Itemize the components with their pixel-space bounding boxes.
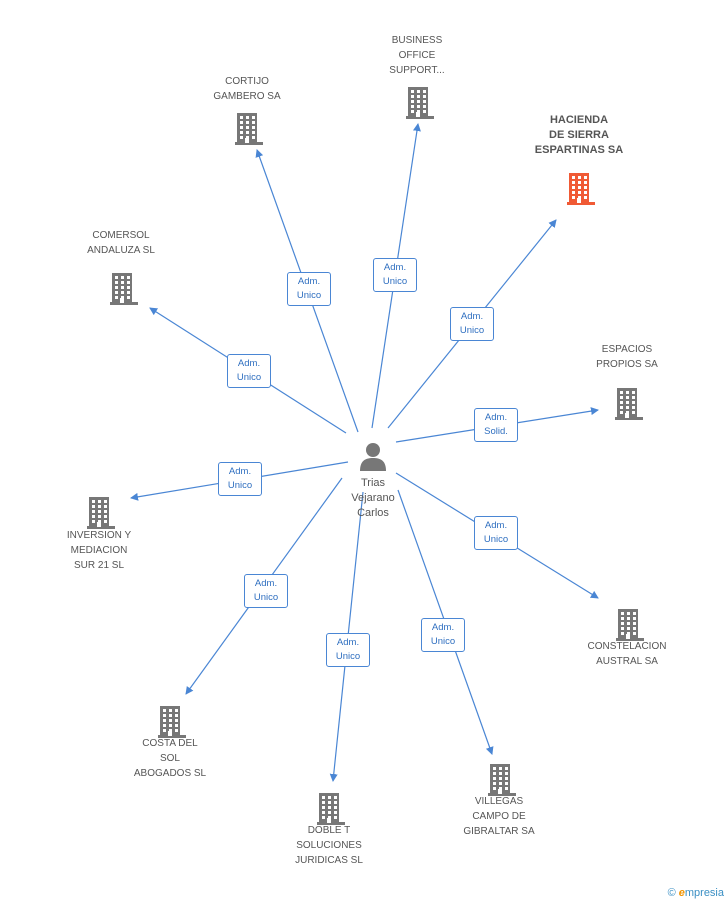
role-badge-costa[interactable]: Adm. Unico <box>244 574 288 608</box>
company-label-costa[interactable]: COSTA DEL SOL ABOGADOS SL <box>133 738 207 779</box>
company-label-villegas[interactable]: VILLEGAS CAMPO DE GIBRALTAR SA <box>463 796 535 837</box>
brand-logo-initial: e <box>678 887 685 899</box>
building-icon[interactable] <box>567 171 595 210</box>
role-badge-inversion[interactable]: Adm. Unico <box>218 462 262 496</box>
company-label-doble[interactable]: DOBLE T SOLUCIONES JURIDICAS SL <box>295 825 363 866</box>
building-icon[interactable] <box>87 495 115 534</box>
building-icon[interactable] <box>158 704 186 743</box>
company-label-business[interactable]: BUSINESS OFFICE SUPPORT... <box>389 35 445 76</box>
building-icon[interactable] <box>488 762 516 801</box>
building-icon[interactable] <box>615 386 643 425</box>
role-badge-espacios[interactable]: Adm. Solid. <box>474 408 518 442</box>
building-icon[interactable] <box>406 85 434 124</box>
company-label-espacios[interactable]: ESPACIOS PROPIOS SA <box>596 344 658 370</box>
brand-logo-text: mpresia <box>684 887 724 899</box>
company-label-constelacion[interactable]: CONSTELACION AUSTRAL SA <box>587 641 667 667</box>
building-icon[interactable] <box>616 607 644 646</box>
role-badge-cortijo[interactable]: Adm. Unico <box>287 272 331 306</box>
company-label-comersol[interactable]: COMERSOL ANDALUZA SL <box>87 230 155 256</box>
role-badge-doble[interactable]: Adm. Unico <box>326 633 370 667</box>
role-badge-constelacion[interactable]: Adm. Unico <box>474 516 518 550</box>
footer-brand: © empresia <box>668 887 724 899</box>
company-label-hacienda[interactable]: HACIENDA DE SIERRA ESPARTINAS SA <box>534 114 624 156</box>
company-label-inversion[interactable]: INVERSION Y MEDIACION SUR 21 SL <box>66 530 132 571</box>
building-icon[interactable] <box>317 791 345 830</box>
person-icon[interactable] <box>359 441 387 471</box>
role-badge-comersol[interactable]: Adm. Unico <box>227 354 271 388</box>
company-label-cortijo[interactable]: CORTIJO GAMBERO SA <box>213 76 281 102</box>
building-icon[interactable] <box>110 271 138 310</box>
role-badge-business[interactable]: Adm. Unico <box>373 258 417 292</box>
role-badge-hacienda[interactable]: Adm. Unico <box>450 307 494 341</box>
building-icon[interactable] <box>235 111 263 150</box>
center-person-name[interactable]: Trias Vejarano Carlos <box>351 477 395 519</box>
role-badge-villegas[interactable]: Adm. Unico <box>421 618 465 652</box>
copyright-icon: © <box>667 887 676 899</box>
